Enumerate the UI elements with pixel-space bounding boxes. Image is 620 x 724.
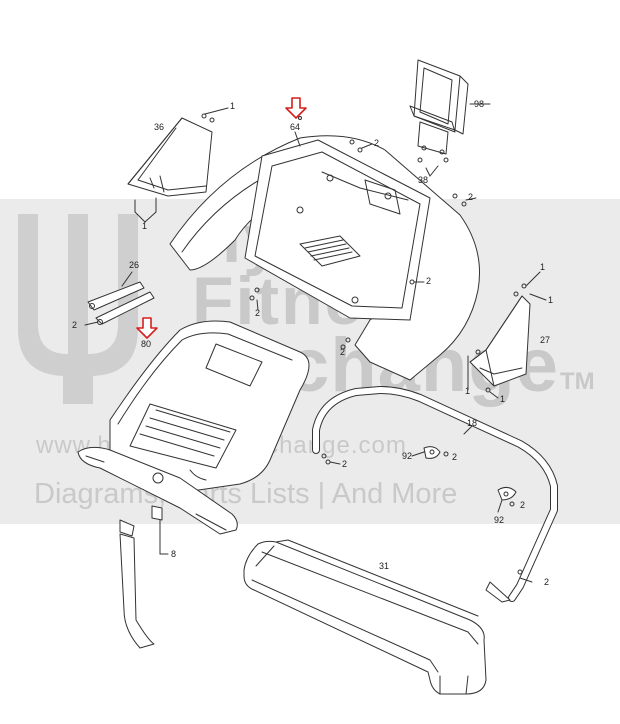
callout-26: 26: [129, 260, 140, 270]
callout-1-r2: 1: [548, 295, 554, 305]
callout-2-right: 2: [468, 192, 474, 202]
callout-2-bot: 2: [544, 577, 550, 587]
callout-1-left: 1: [142, 221, 148, 231]
callout-64: 64: [290, 122, 301, 132]
part-64-console-frame: [169, 116, 481, 381]
callout-2-left: 2: [72, 320, 78, 330]
callout-36: 36: [154, 122, 165, 132]
lower-handle-bar: [77, 446, 238, 537]
callout-2-h2: 2: [452, 452, 458, 462]
callout-1-r1: 1: [540, 262, 546, 272]
part-36-left-tray: [127, 107, 229, 223]
watermark-tagline: Diagrams, Parts Lists | And More: [34, 478, 458, 510]
callout-1-r4: 1: [500, 394, 506, 404]
callout-8: 8: [171, 549, 177, 559]
part-26-bracket: [84, 271, 155, 326]
part-31-hood: [243, 539, 487, 695]
callout-2-top: 2: [374, 138, 380, 148]
fasteners-console: [249, 139, 477, 350]
callout-98: 98: [474, 99, 485, 109]
part-18-handrail: [312, 386, 558, 603]
callout-80: 80: [141, 339, 152, 349]
callout-2-pod: 2: [340, 347, 346, 357]
part-8-strap: [119, 519, 169, 649]
watermark-logo: [18, 214, 138, 404]
callout-2-frame: 2: [426, 276, 432, 286]
callout-38: 38: [418, 175, 429, 185]
callout-1-top: 1: [230, 101, 236, 111]
callout-92-a: 92: [402, 451, 413, 461]
fasteners-handrail: [321, 446, 517, 513]
callout-2-h3: 2: [520, 500, 526, 510]
arrow-64-icon: [285, 97, 307, 119]
highlight-arrows: [136, 97, 307, 339]
callout-31: 31: [379, 561, 390, 571]
callout-27: 27: [540, 335, 551, 345]
watermark-trademark: TM: [560, 368, 595, 395]
callout-2-mid: 2: [255, 308, 261, 318]
callout-92-b: 92: [494, 515, 505, 525]
callout-18: 18: [467, 418, 478, 428]
part-27-right-tray: [467, 271, 547, 399]
callout-2-h1: 2: [342, 459, 348, 469]
arrow-80-icon: [136, 317, 158, 339]
callout-1-r3: 1: [465, 386, 471, 396]
part-98-display: [409, 59, 491, 177]
